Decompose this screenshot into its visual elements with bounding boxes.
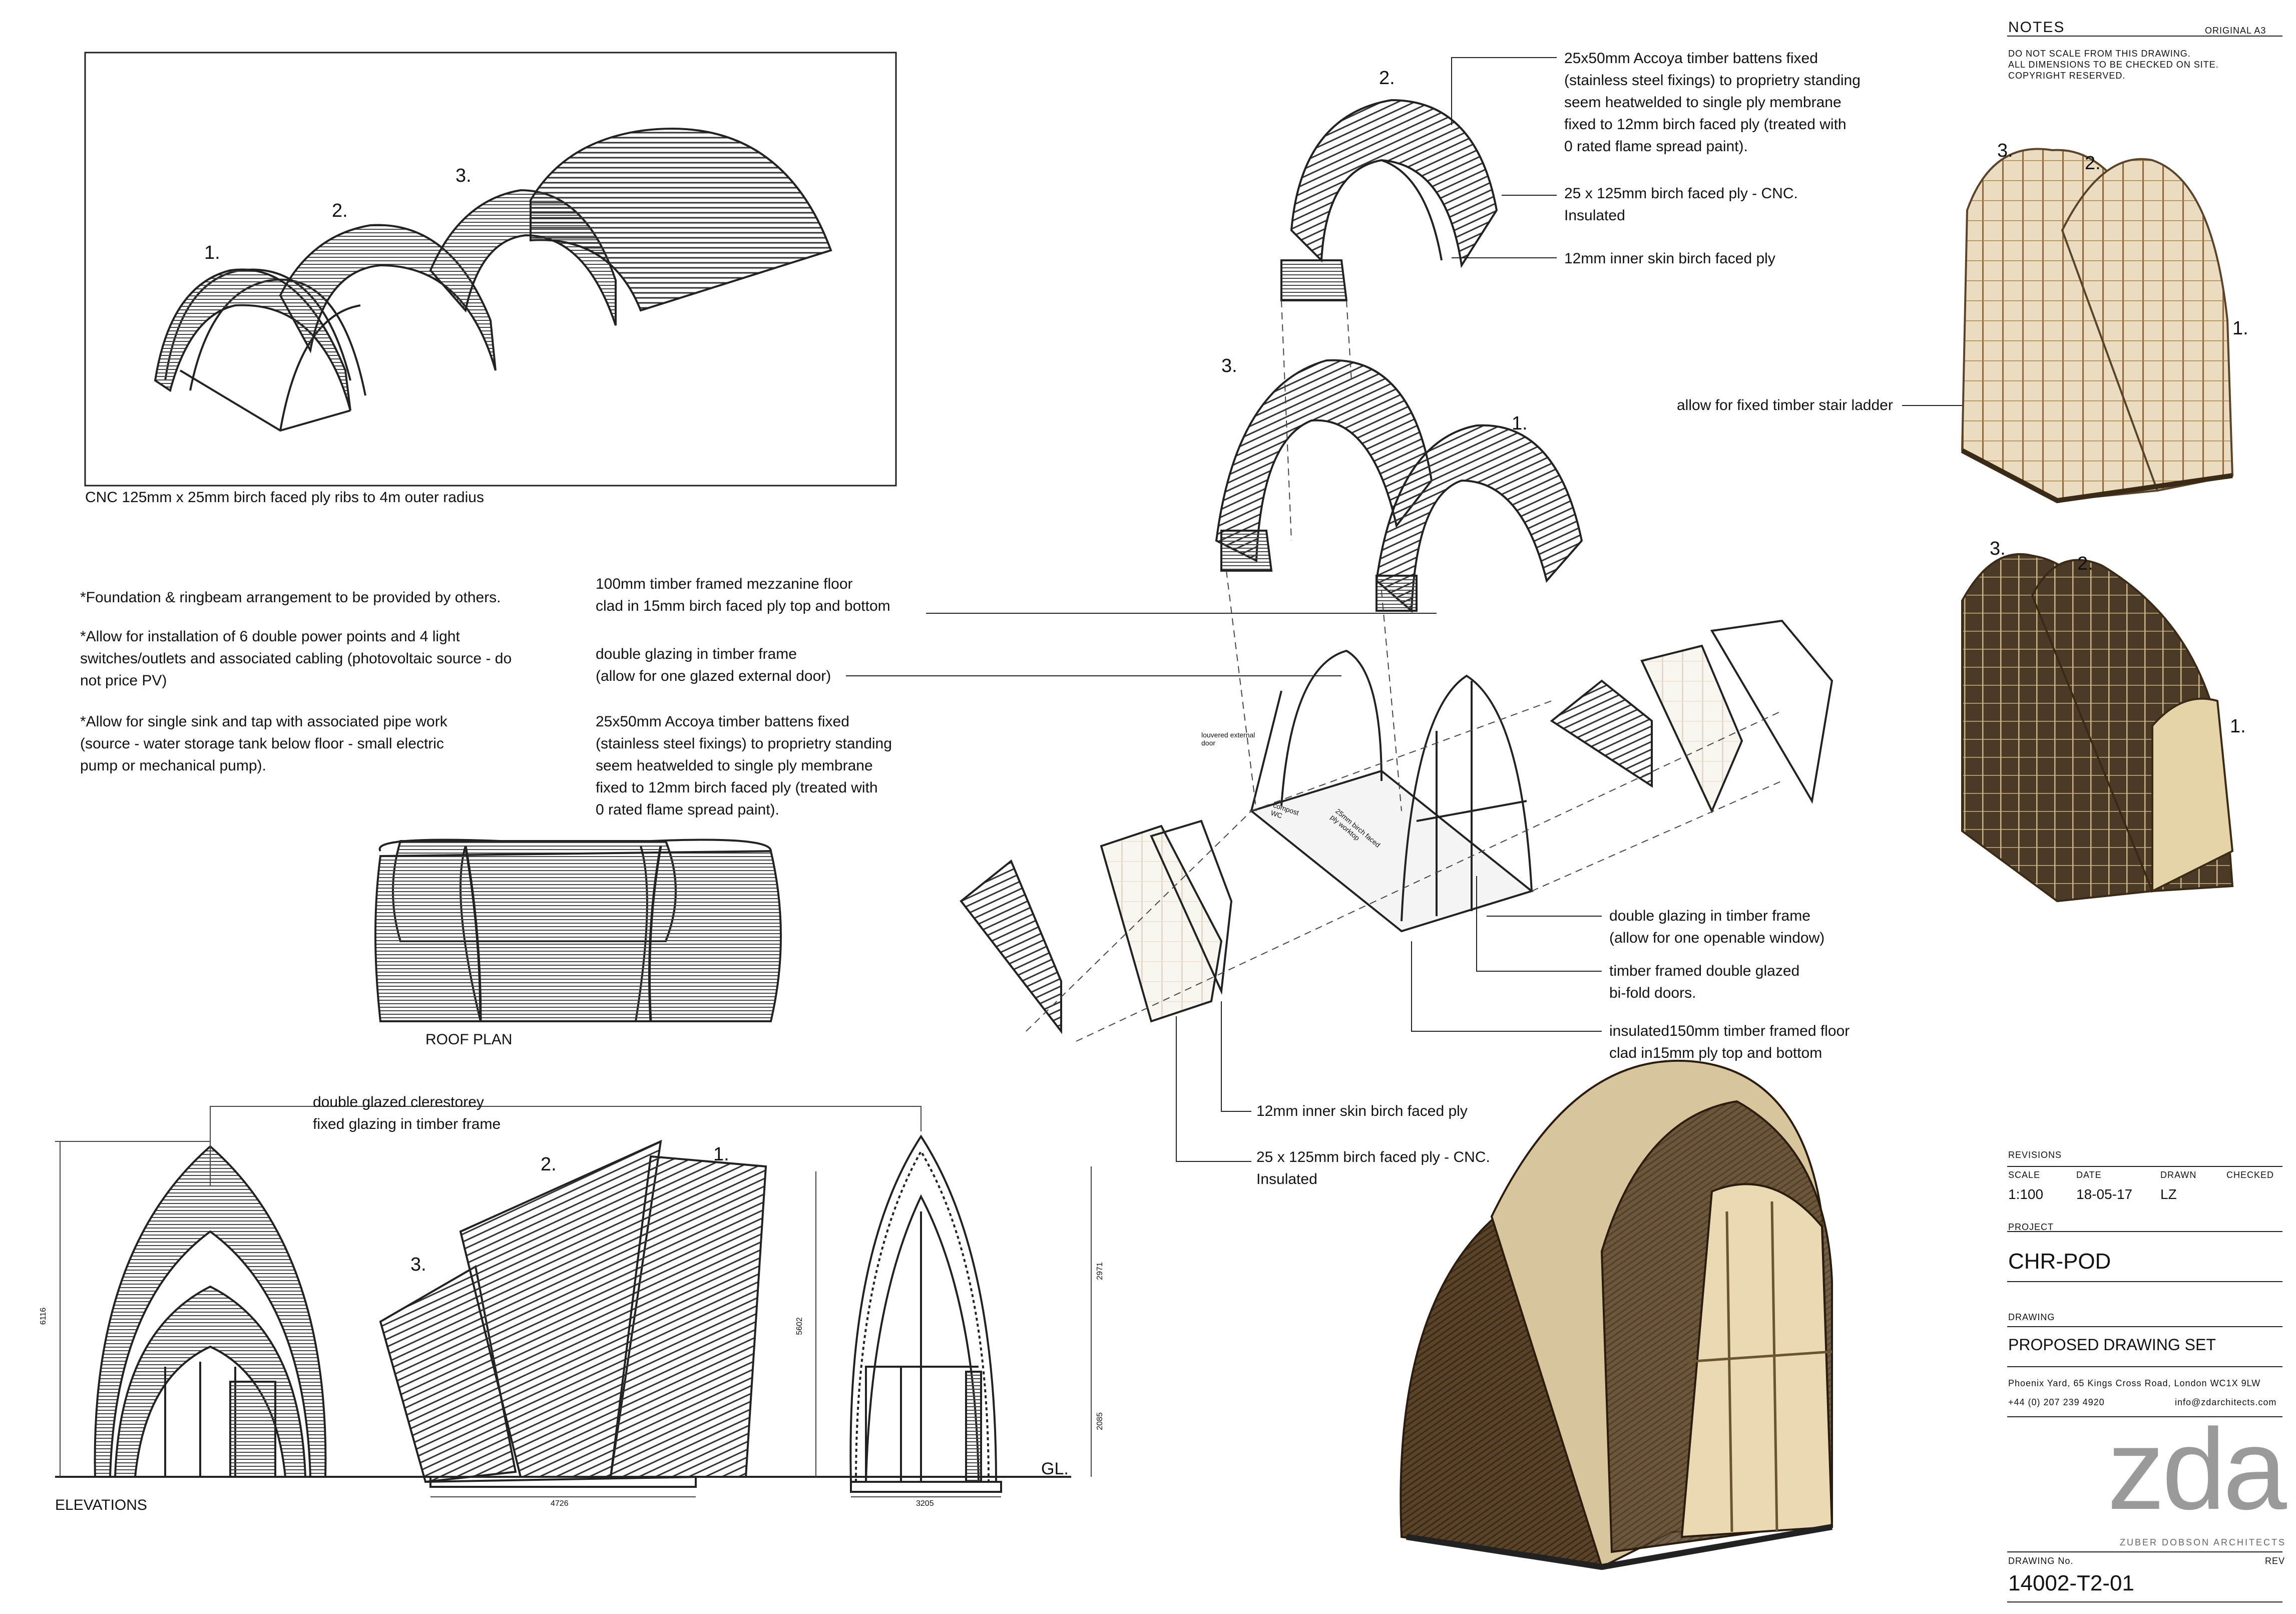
original-size: ORIGINAL A3 [2205, 26, 2266, 36]
note-sink: *Allow for single sink and tap with asso… [80, 713, 447, 774]
exploded-wall-panels-right [1550, 619, 1833, 814]
rib-number-2: 2. [332, 200, 348, 221]
callout-glazing-door: double glazing in timber frame (allow fo… [596, 646, 831, 684]
rib-number-3: 3. [455, 165, 472, 186]
dim-lower: 2085 [1095, 1412, 1104, 1430]
rib-number-1: 1. [204, 242, 220, 263]
date-heading: DATE [2076, 1170, 2102, 1180]
drawing-title: PROPOSED DRAWING SET [2008, 1336, 2216, 1354]
roof-plan-label: ROOF PLAN [425, 1031, 513, 1048]
drawing-number: 14002-T2-01 [2008, 1571, 2134, 1595]
firm-name: ZUBER DOBSON ARCHITECTS [2120, 1537, 2286, 1547]
callout-battens-top: 25x50mm Accoya timber battens fixed (sta… [1564, 50, 1861, 155]
note-power: *Allow for installation of 6 double powe… [80, 628, 512, 689]
render-b-number-1: 1. [2230, 716, 2246, 737]
callout-birch-ply-cnc-top: 25 x 125mm birch faced ply - CNC. Insula… [1564, 185, 1798, 224]
scale-value: 1:100 [2008, 1186, 2044, 1202]
exploded-shell-left [1215, 359, 1433, 572]
callout-inner-skin-top: 12mm inner skin birch faced ply [1564, 250, 1775, 267]
checked-heading: CHECKED [2226, 1170, 2274, 1180]
render-frame-dark [1961, 553, 2234, 903]
exploded-number-left: 3. [1221, 355, 1237, 376]
dim-upper: 2971 [1095, 1262, 1104, 1280]
exploded-number-top: 2. [1379, 68, 1395, 89]
revisions-heading: REVISIONS [2008, 1150, 2062, 1160]
elevation-section [849, 1134, 1002, 1493]
project-heading: PROJECT [2008, 1222, 2054, 1232]
date-value: 18-05-17 [2076, 1186, 2133, 1202]
callout-clerestorey: double glazed clerestorey fixed glazing … [313, 1094, 501, 1132]
intro-panel-frame [84, 52, 897, 487]
dimension-lines [55, 1106, 1092, 1497]
render-b-number-2: 2. [2077, 553, 2093, 574]
callout-bifold: timber framed double glazed bi-fold door… [1609, 963, 1800, 1001]
drawn-heading: DRAWN [2160, 1170, 2197, 1180]
callout-floor: insulated150mm timber framed floor clad … [1609, 1023, 1850, 1061]
elevation-side [379, 1139, 767, 1488]
exploded-shell-right [1375, 424, 1583, 613]
dim-width-side: 4726 [551, 1499, 569, 1508]
elevation-front [94, 1145, 327, 1478]
title-block-lines [2007, 36, 2282, 1602]
assembly-guides [1026, 300, 1782, 1042]
disclaimer: DO NOT SCALE FROM THIS DRAWING. ALL DIME… [2008, 49, 2219, 81]
zda-logo: zda [2107, 1405, 2287, 1533]
callout-stair-ladder: allow for fixed timber stair ladder [1677, 397, 1893, 414]
exploded-shell-top [1280, 99, 1498, 301]
firm-address: Phoenix Yard, 65 Kings Cross Road, Londo… [2008, 1378, 2261, 1388]
drawn-value: LZ [2160, 1186, 2177, 1202]
exploded-number-right: 1. [1512, 413, 1528, 434]
drawing-no-heading: DRAWING No. [2008, 1556, 2074, 1566]
render-a-number-3: 3. [1997, 140, 2013, 161]
roof-shell [530, 128, 832, 312]
note-foundation: *Foundation & ringbeam arrangement to be… [80, 589, 501, 606]
intro-caption: CNC 125mm x 25mm birch faced ply ribs to… [85, 489, 484, 506]
exploded-core [1249, 649, 1534, 933]
dim-height-left: 6116 [39, 1307, 48, 1325]
callout-glazing-window: double glazing in timber frame (allow fo… [1609, 908, 1825, 946]
render-b-number-3: 3. [1990, 538, 2006, 559]
dim-width-front: 3205 [916, 1499, 934, 1508]
render-a-number-1: 1. [2232, 318, 2248, 339]
ground-level-label: GL. [1041, 1459, 1069, 1478]
notes-title: NOTES [2008, 19, 2065, 36]
callout-battens-mid: 25x50mm Accoya timber battens fixed (sta… [596, 713, 892, 818]
elevation-number-3: 3. [410, 1254, 426, 1275]
exploded-wall-panels-left [960, 820, 1233, 1034]
scale-heading: SCALE [2008, 1170, 2041, 1180]
render-clad-pod [1400, 1059, 1833, 1570]
roof-plan-drawing [374, 839, 782, 1022]
callout-birch-ply-cnc-bottom: 25 x 125mm birch faced ply - CNC. Insula… [1256, 1149, 1490, 1187]
dim-height-side: 5602 [795, 1317, 804, 1335]
firm-phone: +44 (0) 207 239 4920 [2008, 1397, 2105, 1407]
label-louvered-door: louvered external door [1201, 731, 1255, 747]
firm-email: info@zdarchitects.com [2175, 1397, 2277, 1407]
elevations-label: ELEVATIONS [55, 1497, 147, 1513]
render-a-number-2: 2. [2085, 153, 2101, 174]
project-name: CHR-POD [2008, 1249, 2111, 1274]
rev-heading: REV [2265, 1556, 2285, 1566]
callout-inner-skin-bottom: 12mm inner skin birch faced ply [1256, 1103, 1468, 1119]
drawing-heading: DRAWING [2008, 1312, 2055, 1322]
callout-mezzanine: 100mm timber framed mezzanine floor clad… [596, 576, 890, 614]
elevation-number-1: 1. [713, 1144, 729, 1165]
render-frame-light [1961, 148, 2234, 504]
elevation-number-2: 2. [541, 1154, 557, 1175]
